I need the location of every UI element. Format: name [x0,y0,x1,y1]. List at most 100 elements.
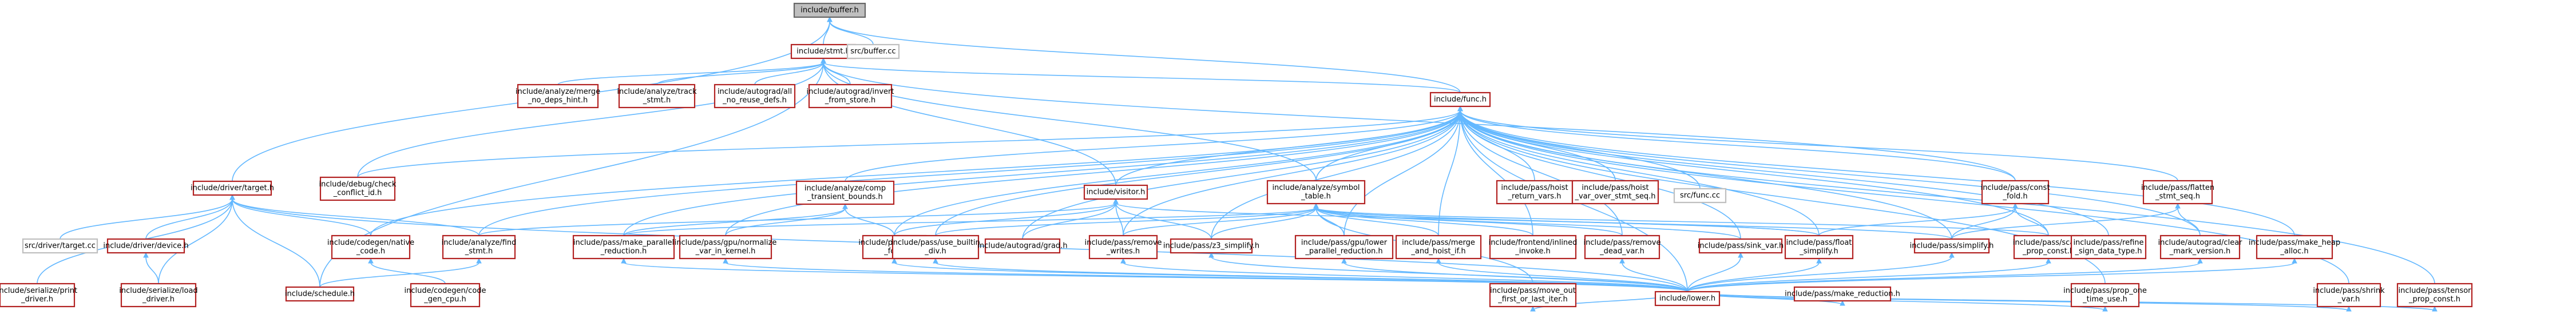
graph-node[interactable]: include/pass/move_out_first_or_last_iter… [1489,283,1577,308]
graph-node[interactable]: include/analyze/symbol_table.h [1266,180,1366,205]
graph-node[interactable]: include/schedule.h [285,286,355,302]
edge-line [823,62,1461,93]
graph-node[interactable]: src/buffer.cc [846,43,900,59]
node-label: _no_reuse_defs.h [722,96,787,105]
graph-node[interactable]: include/pass/remove_dead_var.h [1584,234,1661,260]
node-label: include/lower.h [1659,295,1715,303]
dependency-edge [1687,252,1955,292]
graph-node[interactable]: include/driver/target.h [191,180,274,196]
graph-node[interactable]: include/pass/z3_simplify.h [1163,238,1259,254]
node-box [2070,283,2140,308]
node-box [618,84,696,109]
graph-node[interactable]: include/pass/remove_writes.h [1085,234,1162,260]
graph-node[interactable]: include/frontend/inlined_invoke.h [1489,234,1578,260]
node-box [120,283,197,308]
dependency-edge [935,202,1319,236]
graph-node[interactable]: include/pass/shrink_var.h [2313,283,2385,308]
graph-node[interactable]: include/pass/use_builtin_div.h [891,234,980,260]
node-box [517,84,599,109]
node-label: include/pass/gpu/normalize [675,239,777,247]
graph-node[interactable]: include/autograd/all_no_reuse_defs.h [714,84,796,109]
graph-node[interactable]: include/buffer.h [793,2,866,18]
edge-line [1460,110,1741,240]
edge-line [478,110,1461,236]
graph-node[interactable]: src/driver/target.cc [22,238,98,254]
edge-line [894,202,1116,236]
dependency-edge [1457,105,2178,181]
node-label: include/pass/make_heap [2249,239,2340,247]
edge-line [935,207,1317,236]
graph-node[interactable]: include/analyze/track_stmt.h [617,84,697,109]
graph-node[interactable]: include/lower.h [1654,291,1721,307]
graph-node[interactable]: include/pass/float_simplify.h [1784,234,1854,260]
graph-node[interactable]: include/pass/hoist_return_vars.h [1496,180,1574,205]
node-label: _var_in_kernel.h [695,247,756,256]
graph-node[interactable]: include/serialize/load_driver.h [119,283,198,308]
graph-node[interactable]: include/pass/tensor_prop_const.h [2396,283,2473,308]
graph-node[interactable]: include/visitor.h [1083,184,1148,200]
dependency-edge [229,194,320,288]
graph-node[interactable]: include/pass/hoist_var_over_stmt_seq.h [1571,180,1659,205]
edge-line [1460,110,1820,236]
arrow-head-icon [1816,257,1822,264]
graph-node[interactable]: include/pass/gpu/lower_parallel_reductio… [1294,234,1394,260]
graph-node[interactable]: include/serialize/print_driver.h [0,283,77,308]
graph-node[interactable]: include/stmt.h [790,43,857,59]
graph-node[interactable]: include/pass/make_parallel_reduction.h [572,234,675,260]
dependency-edge [319,257,482,288]
node-box [2070,234,2147,260]
edge-line [823,21,830,45]
graph-node[interactable]: include/pass/refine_sign_data_type.h [2070,234,2147,260]
node-label: _first_or_last_iter.h [1497,295,1567,304]
node-label: include/pass/simplify.h [1910,242,1994,251]
node-label: include/pass/z3_simplify.h [1163,242,1259,251]
graph-node[interactable]: include/analyze/comp_transient_bounds.h [795,180,895,205]
node-label: include/schedule.h [285,290,355,299]
node-label: _dead_var.h [1599,247,1644,256]
graph-node[interactable]: include/pass/merge_and_hoist_if.h [1395,234,1482,260]
dependency-edge [821,57,1317,181]
graph-node[interactable]: include/pass/simplify.h [1910,238,1994,254]
dependency-edge [1457,105,1623,236]
node-label: _parallel_reduction.h [1305,247,1382,256]
graph-node[interactable]: include/autograd/invert_from_store.h [807,84,894,109]
graph-node[interactable]: include/autograd/clear_mark_version.h [2158,234,2243,260]
graph-node[interactable]: include/pass/make_heap_alloc.h [2249,234,2340,260]
graph-node[interactable]: include/autograd/grad.h [977,238,1068,254]
edge-line [656,62,824,85]
graph-node[interactable]: include/codegen/code_gen_cpu.h [404,283,486,308]
node-label: include/buffer.h [800,6,858,15]
node-label: include/autograd/grad.h [977,242,1067,251]
graph-node[interactable]: include/driver/device.h [103,238,189,254]
arrow-head-icon [2012,202,2018,209]
edge-line [1687,262,2295,292]
dependency-edge [894,198,1119,236]
arrow-head-icon [1840,300,1845,306]
dependency-edge [1619,257,1688,292]
node-label: _return_vars.h [1508,192,1562,201]
graph-node[interactable]: include/pass/make_reduction.h [1785,286,1900,302]
graph-node[interactable]: include/pass/gpu/normalize_var_in_kernel… [675,234,777,260]
node-label: _driver.h [21,295,53,304]
arrow-head-icon [1949,252,1955,258]
node-label: include/visitor.h [1087,188,1146,197]
graph-node[interactable]: include/pass/flatten_stmt_seq.h [2141,180,2214,205]
node-label: _conflict_id.h [333,189,382,197]
graph-node[interactable]: include/pass/prop_one_time_use.h [2063,283,2147,308]
graph-node[interactable]: include/pass/sink_var.h [1698,238,1784,254]
edge-line [557,62,824,85]
graph-node[interactable]: include/codegen/native_code.h [327,234,414,260]
edge-line [1951,207,2016,240]
graph-node[interactable]: include/pass/const_fold.h [1981,180,2050,205]
graph-node[interactable]: include/analyze/merge_no_deps_hint.h [516,84,600,109]
node-box [1793,286,1892,302]
dependency-edge [357,57,826,178]
edge-line [1123,110,1461,236]
graph-node[interactable]: include/analyze/find_stmt.h [442,234,517,260]
arrow-head-icon [1313,202,1319,209]
arrow-head-icon [1113,198,1119,204]
arrow-head-icon [2197,257,2203,264]
graph-node[interactable]: include/func.h [1429,92,1491,108]
graph-node[interactable]: include/debug/check_conflict_id.h [319,176,397,201]
graph-node[interactable]: src/func.cc [1673,188,1727,204]
